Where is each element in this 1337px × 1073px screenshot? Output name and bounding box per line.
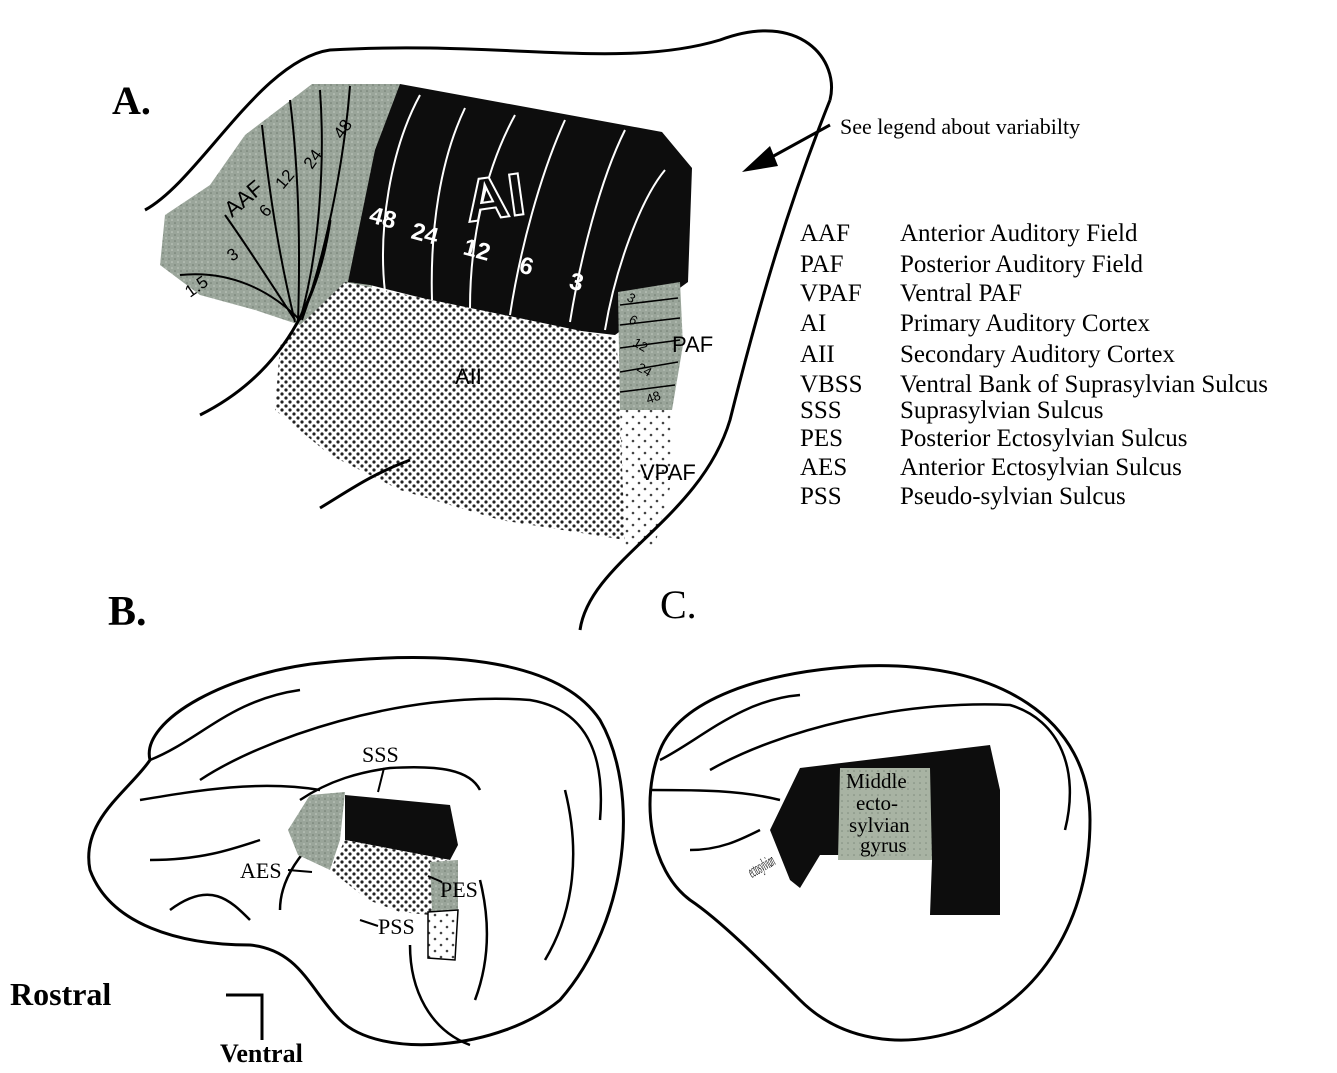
panel-a-label: A.	[112, 78, 151, 123]
c-middle-label-1: ecto-	[856, 791, 898, 815]
legend-full-4: Secondary Auditory Cortex	[900, 341, 1175, 368]
legend-full-0: Anterior Auditory Field	[900, 220, 1138, 247]
legend-abbr-0: AAF	[800, 220, 850, 247]
legend-abbr-4: AII	[800, 341, 835, 368]
c-middle-label-0: Middle	[846, 769, 907, 793]
legend-full-2: Ventral PAF	[900, 280, 1022, 307]
legend: AAF Anterior Auditory Field PAF Posterio…	[800, 220, 1268, 510]
legend-full-3: Primary Auditory Cortex	[900, 310, 1150, 337]
legend-full-1: Posterior Auditory Field	[900, 251, 1144, 278]
legend-full-5: Ventral Bank of Suprasylvian Sulcus	[900, 371, 1268, 398]
panel-c-label: C.	[660, 582, 697, 627]
panel-c: C. Middle ecto- sylvian gyrus ectosylvia…	[650, 582, 1090, 1040]
vpaf-label: VPAF	[640, 460, 696, 485]
variability-note: See legend about variabilty	[840, 114, 1080, 139]
paf-label: PAF	[672, 332, 713, 357]
legend-abbr-6: SSS	[800, 397, 842, 424]
panel-b-label: B.	[108, 589, 147, 635]
legend-abbr-5: VBSS	[800, 371, 863, 398]
legend-abbr-9: PSS	[800, 483, 842, 510]
panel-b: B. SSS AES PES PSS	[89, 589, 624, 1045]
b-sss-label: SSS	[362, 742, 399, 767]
c-middle-label-3: gyrus	[860, 833, 907, 857]
legend-full-9: Pseudo-sylvian Sulcus	[900, 483, 1126, 510]
legend-abbr-2: VPAF	[800, 280, 862, 307]
b-pss-label: PSS	[378, 914, 415, 939]
ai-label: AI	[460, 160, 529, 235]
legend-abbr-8: AES	[800, 454, 847, 481]
legend-full-7: Posterior Ectosylvian Sulcus	[900, 425, 1187, 452]
ventral-label: Ventral	[220, 1039, 303, 1068]
orientation-corner-line	[226, 995, 262, 1040]
legend-full-8: Anterior Ectosylvian Sulcus	[900, 454, 1182, 481]
legend-abbr-3: AI	[800, 310, 826, 337]
legend-abbr-1: PAF	[800, 251, 844, 278]
b-pes-label: PES	[440, 877, 478, 902]
variability-arrowhead	[742, 146, 778, 172]
b-vpaf-patch	[428, 910, 458, 960]
legend-full-6: Suprasylvian Sulcus	[900, 397, 1103, 424]
orientation-indicator: Rostral Ventral	[10, 976, 303, 1068]
legend-abbr-7: PES	[800, 425, 843, 452]
variability-arrow	[770, 125, 830, 158]
rostral-label: Rostral	[10, 976, 111, 1012]
aii-label: AII	[455, 364, 482, 389]
b-aes-label: AES	[240, 858, 282, 883]
